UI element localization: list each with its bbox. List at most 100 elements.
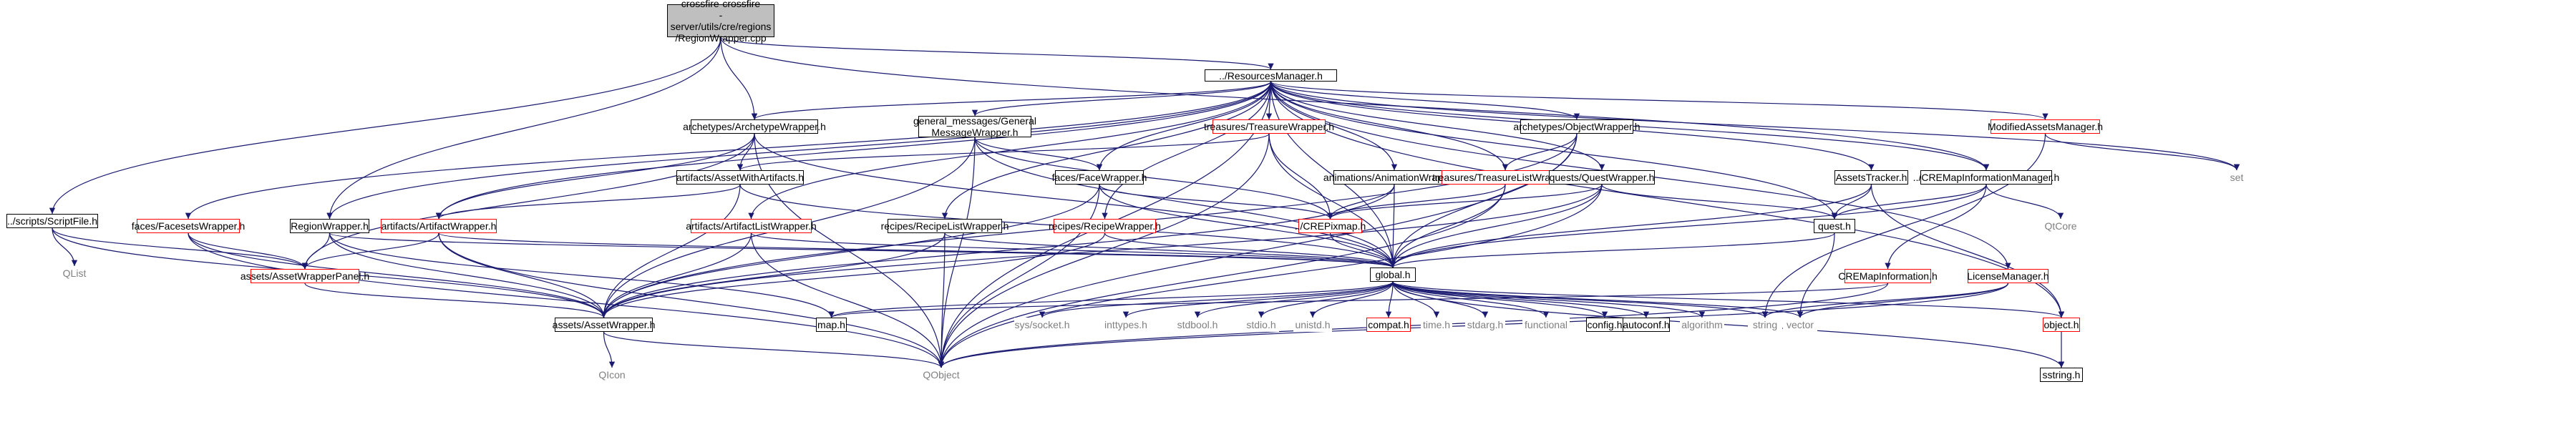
edge-questw-to-globalh <box>1389 184 1603 268</box>
edge-modassets-to-string <box>1761 133 2046 318</box>
node-resmgr[interactable]: ../ResourcesManager.h <box>1205 69 1337 82</box>
edge-globalh-to-configh <box>1392 281 1608 318</box>
edge-objw-to-tlistw <box>1502 133 1578 171</box>
node-algorithm: algorithm <box>1680 318 1724 332</box>
node-licensemgr[interactable]: LicenseManager.h <box>1967 269 2049 283</box>
node-questh[interactable]: quest.h <box>1814 219 1855 233</box>
edge-scriptfile-to-qlist <box>52 227 78 267</box>
node-qobject: QObject <box>920 368 962 382</box>
edge-cremapinfomgr-to-questh <box>1831 184 1987 220</box>
node-maph[interactable]: map.h <box>816 318 847 332</box>
node-crepixmap[interactable]: ../CREPixmap.h <box>1294 219 1366 233</box>
node-cremapinfo[interactable]: CREMapInformation.h <box>1838 269 1938 283</box>
node-modassets[interactable]: ModifiedAssetsManager.h <box>1987 119 2104 134</box>
node-timeh: time.h <box>1421 318 1452 332</box>
node-assetwithart[interactable]: artifacts/AssetWithArtifacts.h <box>676 170 805 185</box>
edge-facew-to-crepixmap <box>1099 184 1333 220</box>
edge-genmsg-to-facew <box>974 137 1103 171</box>
node-facesetsw[interactable]: faces/FacesetsWrapper.h <box>131 219 246 233</box>
node-assetw[interactable]: assets/AssetWrapper.h <box>552 318 656 332</box>
edge-recipew-to-globalh <box>1104 232 1396 268</box>
edge-artlistw-to-qobject <box>750 232 945 368</box>
edge-tlistw-to-crepixmap <box>1327 184 1506 220</box>
node-artw[interactable]: artifacts/ArtifactWrapper.h <box>381 219 497 233</box>
node-globalh[interactable]: global.h <box>1370 267 1416 282</box>
node-questw[interactable]: quests/QuestWrapper.h <box>1549 170 1655 185</box>
node-functional: functional <box>1522 318 1570 332</box>
node-stdio: stdio.h <box>1243 318 1279 332</box>
edge-resmgr-to-objw <box>1270 81 1580 120</box>
node-recipew[interactable]: recipes/RecipeWrapper.h <box>1049 219 1161 233</box>
node-qicon: QIcon <box>597 368 627 382</box>
edge-resmgr-to-regionw <box>326 81 1272 220</box>
node-treasurew[interactable]: treasures/TreasureWrapper.h <box>1203 119 1335 134</box>
node-configh[interactable]: config.h <box>1586 318 1623 332</box>
node-tlistw[interactable]: treasures/TreasureListWrapper.h <box>1432 170 1578 185</box>
edge-questw-to-questh <box>1601 184 1838 220</box>
node-recipelistw[interactable]: recipes/RecipeListWrapper.h <box>880 219 1009 233</box>
edge-resmgr-to-facesetsw <box>185 81 1272 220</box>
edge-genmsg-to-qobject <box>938 137 976 368</box>
edge-cremapinfo-to-qobject <box>938 283 1889 368</box>
node-regionw[interactable]: RegionWrapper.h <box>290 219 369 233</box>
edge-questh-to-vector <box>1797 232 1835 318</box>
edge-resmgr-to-recipelistw <box>941 81 1272 220</box>
edge-facesetsw-to-qobject <box>188 232 945 368</box>
node-facew[interactable]: faces/FaceWrapper.h <box>1051 170 1147 185</box>
edge-assetstracker-to-globalh <box>1389 184 1872 268</box>
node-compat[interactable]: compat.h <box>1366 318 1411 332</box>
edge-recipew-to-assetw <box>601 232 1106 318</box>
edge-globalh-to-unistd <box>1309 281 1394 318</box>
edge-assetw-to-qobject <box>603 331 945 368</box>
edge-root-to-scriptfile <box>49 36 721 215</box>
edge-assetstracker-to-objecth <box>1870 184 2065 318</box>
node-objecth[interactable]: object.h <box>2043 318 2080 332</box>
edge-regionw-to-maph <box>329 232 835 318</box>
edge-resmgr-to-artw <box>435 81 1272 220</box>
node-archw[interactable]: archetypes/ArchetypeWrapper.h <box>683 119 826 134</box>
edge-globalh-to-sstring <box>1392 281 2065 368</box>
edge-resmgr-to-animw <box>1270 81 1398 171</box>
node-genmsg[interactable]: general_messages/General MessageWrapper.… <box>913 115 1036 138</box>
edge-root-to-resmgr <box>720 36 1274 70</box>
edge-treasurew-to-assetwithart <box>737 133 1270 171</box>
edge-globalh-to-syssocket <box>1039 281 1394 318</box>
node-animw[interactable]: animations/AnimationWrapper.h <box>1323 170 1466 185</box>
node-cremapinfomgr[interactable]: ../CREMapInformationManager.h <box>1912 170 2060 185</box>
edge-artlistw-to-assetw <box>601 232 752 318</box>
node-artlistw[interactable]: artifacts/ArtifactListWrapper.h <box>686 219 817 233</box>
edge-resmgr-to-globalh <box>1270 81 1396 268</box>
edge-globalh-to-stdio <box>1258 281 1394 318</box>
edge-cremapinfomgr-to-cremapinfo <box>1885 184 1987 270</box>
edge-modassets-to-set <box>2044 133 2240 171</box>
node-qtcore: QtCore <box>2043 219 2078 233</box>
node-sstring[interactable]: sstring.h <box>2040 368 2083 382</box>
edge-globalh-to-objecth <box>1392 281 2064 318</box>
edge-resmgr-to-facew <box>1096 81 1272 171</box>
node-assetwpanel[interactable]: assets/AssetWrapperPanel.h <box>240 269 370 283</box>
node-string: string <box>1748 318 1782 332</box>
node-assetstracker[interactable]: AssetsTracker.h <box>1834 170 1908 185</box>
node-objw[interactable]: archetypes/ObjectWrapper.h <box>1513 119 1641 134</box>
node-vector: vector <box>1783 318 1817 332</box>
node-autoconf[interactable]: autoconf.h <box>1623 318 1670 332</box>
edge-resmgr-to-modassets <box>1270 81 2048 120</box>
edge-assetwithart-to-assetw <box>601 184 741 318</box>
edge-root-to-cremapinfomgr <box>720 36 1990 171</box>
edge-resmgr-to-archw <box>752 81 1272 120</box>
node-root[interactable]: crossfire-crossfire -server/utils/cre/re… <box>667 0 774 44</box>
edge-archw-to-artw <box>435 133 755 220</box>
node-syssocket: sys/socket.h <box>1014 318 1070 332</box>
edge-globalh-to-algorithm <box>1392 281 1706 318</box>
edge-crepixmap-to-globalh <box>1329 232 1396 268</box>
edge-resmgr-to-set <box>1270 81 2240 171</box>
node-stdbool: stdbool.h <box>1175 318 1220 332</box>
edge-genmsg-to-globalh <box>974 137 1396 268</box>
edge-cremapinfomgr-to-globalh <box>1389 184 1987 268</box>
edge-archw-to-globalh <box>754 133 1396 268</box>
node-inttypes: inttypes.h <box>1101 318 1151 332</box>
node-scriptfile[interactable]: ../scripts/ScriptFile.h <box>6 214 98 228</box>
edge-regionw-to-assetwpanel <box>301 232 331 270</box>
edge-cremapinfomgr-to-qtcore <box>1986 184 2064 220</box>
